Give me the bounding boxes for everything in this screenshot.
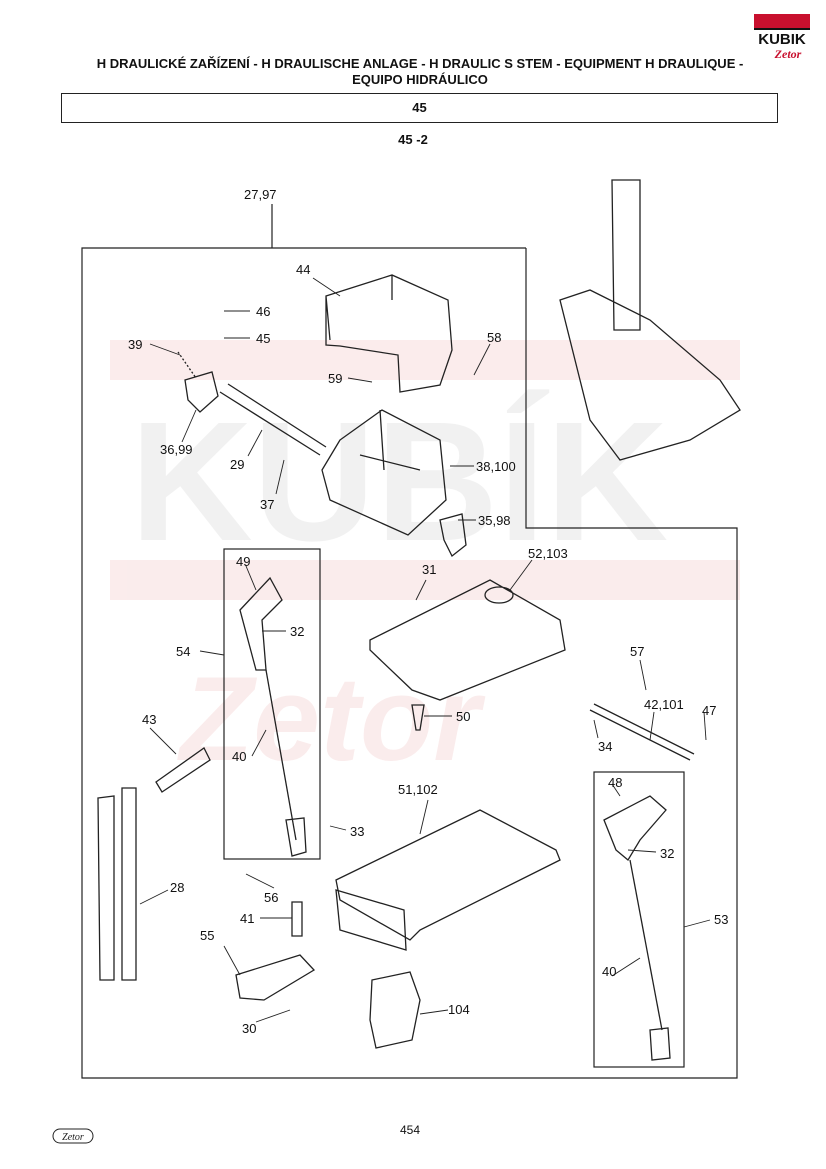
callout-27-97: 27,97 <box>244 187 277 202</box>
callout-36-99: 36,99 <box>160 442 193 457</box>
callout-30: 30 <box>242 1021 256 1036</box>
watermark-text: KUBÍK <box>130 387 668 577</box>
main-assembly-outline <box>81 247 738 1079</box>
part-28-bracket <box>97 787 137 981</box>
page-title: H DRAULICKÉ ZAŘÍZENÍ - H DRAULISCHE ANLA… <box>40 56 800 88</box>
kubik-logo: KUBIK Zetor <box>754 14 810 61</box>
callout-31: 31 <box>422 562 436 577</box>
parts <box>97 179 741 1061</box>
part-52-plate <box>369 579 566 701</box>
assembly-outlines <box>81 204 738 1079</box>
part-39-spring <box>177 351 197 379</box>
callout-45: 45 <box>256 331 270 346</box>
part-50-bolt <box>411 704 425 731</box>
title-line-1: H DRAULICKÉ ZAŘÍZENÍ - H DRAULISCHE ANLA… <box>96 56 744 71</box>
part-36-lever <box>184 371 219 413</box>
assembly-54-outline <box>223 548 321 860</box>
watermark-subtext: Zetor <box>177 652 486 786</box>
part-55-hook <box>235 954 316 1001</box>
figure-number: 45 -2 <box>398 132 428 147</box>
assembled-view <box>559 179 741 461</box>
callout-29: 29 <box>230 457 244 472</box>
callout-46: 46 <box>256 304 270 319</box>
callout-37: 37 <box>260 497 274 512</box>
callout-38-100: 38,100 <box>476 459 516 474</box>
callout-40-right: 40 <box>602 964 616 979</box>
callout-42-101: 42,101 <box>644 697 684 712</box>
callout-41: 41 <box>240 911 254 926</box>
part-51-block <box>335 889 407 951</box>
part-35-bushing <box>439 513 467 558</box>
part-38-bracket <box>321 409 447 536</box>
section-number-box: 45 <box>61 93 778 123</box>
callout-52-103: 52,103 <box>528 546 568 561</box>
callout-59: 59 <box>328 371 342 386</box>
part-40-rod-right <box>629 859 663 1031</box>
part-53-upper <box>603 795 667 861</box>
callout-58: 58 <box>487 330 501 345</box>
callout-35-98: 35,98 <box>478 513 511 528</box>
watermark: KUBÍK Zetor <box>110 340 740 786</box>
callout-55: 55 <box>200 928 214 943</box>
callout-57: 57 <box>630 644 644 659</box>
part-40-rod-left <box>265 669 297 841</box>
callout-39: 39 <box>128 337 142 352</box>
page-number: 454 <box>399 1123 421 1137</box>
svg-text:Zetor: Zetor <box>774 47 802 61</box>
callout-40-left: 40 <box>232 749 246 764</box>
callout-48: 48 <box>608 775 622 790</box>
leader-lines <box>139 277 711 1023</box>
title-line-2: EQUIPO HIDRÁULICO <box>352 72 488 87</box>
part-42-rod <box>589 703 695 761</box>
callout-28: 28 <box>170 880 184 895</box>
callout-50: 50 <box>456 709 470 724</box>
callout-32-right: 32 <box>660 846 674 861</box>
zetor-footer-logo: Zetor <box>52 1128 94 1144</box>
callout-33: 33 <box>350 824 364 839</box>
assembly-53-outline <box>593 771 685 1068</box>
part-41-pin <box>291 901 303 937</box>
callout-34: 34 <box>598 739 612 754</box>
callout-43: 43 <box>142 712 156 727</box>
callout-54: 54 <box>176 644 190 659</box>
callout-56: 56 <box>264 890 278 905</box>
callout-labels: 27,97 44 46 45 39 58 59 36,99 29 38,100 … <box>128 187 728 1036</box>
callout-104: 104 <box>448 1002 470 1017</box>
callout-47: 47 <box>702 703 716 718</box>
callout-32-left: 32 <box>290 624 304 639</box>
part-53-clevis-right <box>649 1027 671 1061</box>
callout-44: 44 <box>296 262 310 277</box>
part-104-clip <box>369 971 421 1049</box>
part-54-upper <box>239 576 283 671</box>
part-43-pin <box>155 747 211 793</box>
svg-text:KUBIK: KUBIK <box>758 31 806 48</box>
callout-49: 49 <box>236 554 250 569</box>
callout-51-102: 51,102 <box>398 782 438 797</box>
part-29-shaft <box>219 383 327 456</box>
part-44-cover <box>325 274 453 393</box>
part-54-clevis-left <box>285 817 307 857</box>
callout-53: 53 <box>714 912 728 927</box>
part-51-frame <box>335 809 561 941</box>
svg-text:Zetor: Zetor <box>62 1132 84 1143</box>
